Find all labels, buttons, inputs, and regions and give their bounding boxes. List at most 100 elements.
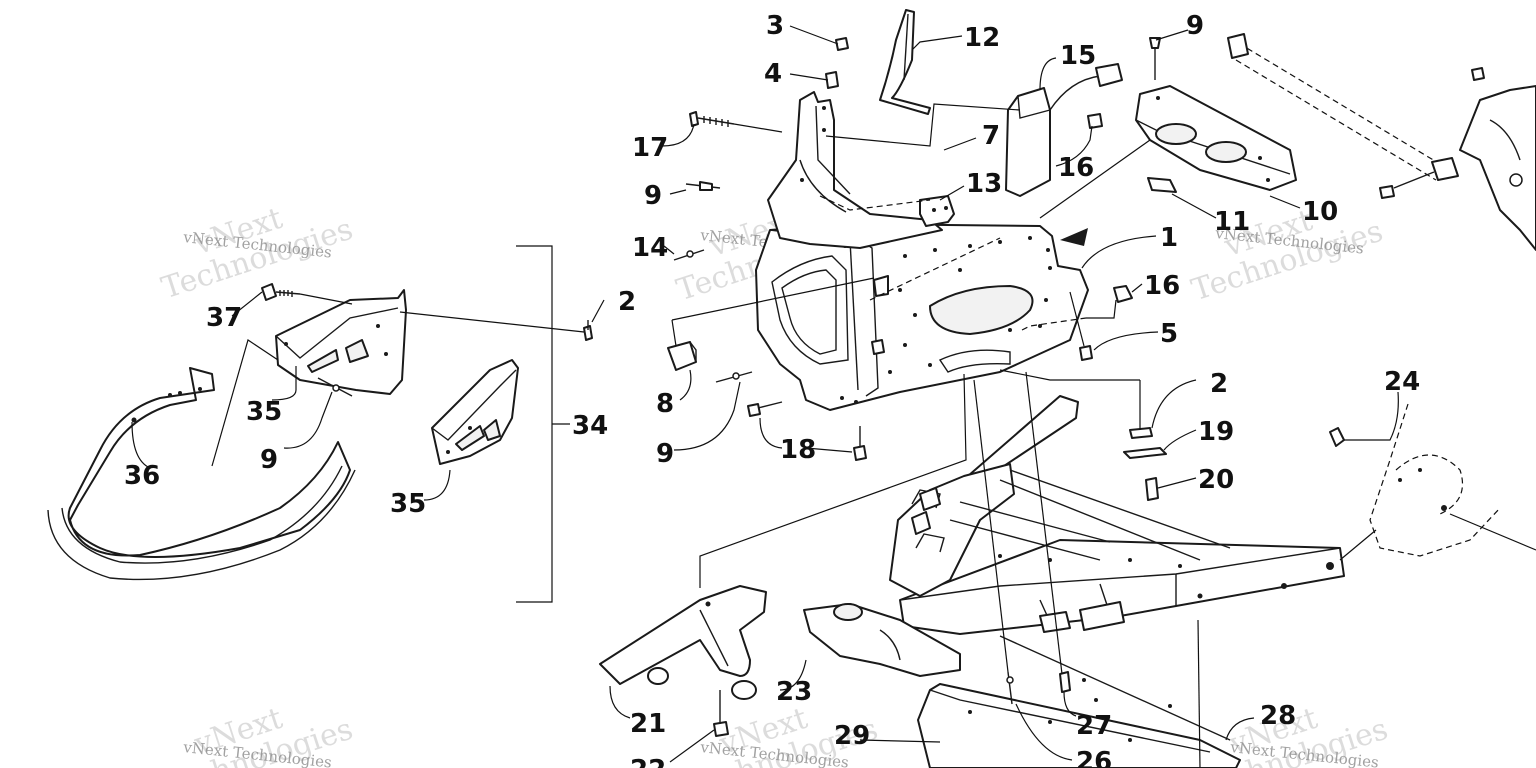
callout-16: 16 — [1144, 271, 1180, 301]
callout-9: 9 — [644, 181, 662, 211]
callout-12: 12 — [964, 23, 1000, 53]
callout-15: 15 — [1060, 41, 1096, 71]
callout-1: 1 — [1160, 223, 1178, 253]
rivet-9-lower-part — [715, 371, 753, 383]
leader-line — [211, 339, 279, 467]
callout-26: 26 — [1076, 747, 1112, 768]
bracket-13-part — [919, 195, 955, 227]
callout-7: 7 — [982, 121, 1000, 151]
callout-36: 36 — [124, 461, 160, 491]
leader-line — [779, 659, 807, 691]
callout-20: 20 — [1198, 465, 1234, 495]
callout-4: 4 — [764, 59, 782, 89]
leader-line — [1063, 691, 1077, 717]
leader-line — [859, 739, 941, 743]
steering-arm-part — [1227, 33, 1536, 251]
callout-17: 17 — [632, 133, 668, 163]
leader-line — [131, 421, 151, 469]
front-frame-part — [889, 395, 1345, 635]
leader-line — [939, 185, 965, 201]
callout-29: 29 — [834, 721, 870, 751]
callout-16: 16 — [1058, 153, 1094, 183]
callout-21: 21 — [630, 709, 666, 739]
callout-34: 34 — [572, 411, 608, 441]
hole — [1082, 678, 1086, 682]
leader-line — [1344, 391, 1399, 441]
leader-line — [1157, 477, 1197, 489]
leader-line — [1131, 283, 1143, 293]
bolt-17-part — [689, 111, 735, 127]
bolt-18-part — [747, 401, 867, 461]
leader-line — [1039, 57, 1057, 91]
callout-3: 3 — [766, 11, 784, 41]
bolt-20-part — [1145, 477, 1159, 501]
rivet-2-part — [583, 320, 593, 341]
leader-line — [669, 729, 715, 763]
leader-line — [423, 469, 451, 501]
plate-10-part — [1135, 85, 1297, 191]
leader-line — [1151, 379, 1197, 429]
skid-plate-part — [917, 683, 1241, 768]
leader-line — [609, 685, 631, 719]
leader-line — [973, 379, 1009, 673]
dashed-reference — [1235, 59, 1437, 181]
rivet-14-part — [673, 249, 705, 261]
leader-line — [1171, 193, 1217, 219]
module-15-part — [1005, 63, 1123, 197]
leader-line — [943, 137, 977, 151]
leader-line — [1093, 331, 1159, 351]
leader-line — [673, 381, 741, 451]
plate-edge — [999, 635, 1231, 741]
leader-line — [283, 391, 333, 449]
fastener-22-part — [713, 690, 729, 737]
nut-16-part — [1113, 285, 1133, 303]
hole — [1168, 704, 1172, 708]
callout-13: 13 — [966, 169, 1002, 199]
dashed-reference — [1229, 37, 1441, 165]
leader-line — [1069, 291, 1085, 347]
callout-5: 5 — [1160, 319, 1178, 349]
leader-line — [699, 373, 967, 588]
leader-line — [1155, 29, 1189, 41]
spindle-21-part — [599, 585, 767, 700]
leader-line — [789, 73, 829, 81]
leader-line — [661, 123, 695, 147]
callout-24: 24 — [1384, 367, 1420, 397]
bolt-37-part — [261, 283, 301, 301]
rivet-9-left-part — [317, 377, 353, 397]
leader-line — [825, 103, 1021, 147]
leader-line — [1225, 717, 1255, 741]
direction-arrow-icon — [1060, 228, 1088, 246]
leader-line — [671, 319, 677, 347]
shock-mount-24-part — [1329, 403, 1501, 557]
bolt-27-part — [1059, 671, 1071, 693]
nut-8-part — [667, 341, 697, 371]
callout-10: 10 — [1302, 197, 1338, 227]
leader-line — [271, 366, 297, 401]
rivet-9-part — [685, 181, 721, 191]
leader-line — [1025, 371, 1063, 675]
leader-line — [999, 369, 1140, 381]
callouts: 3 4 12 15 9 17 7 16 9 13 11 10 14 1 16 2… — [124, 11, 1420, 768]
leader-line — [231, 291, 263, 317]
callout-19: 19 — [1198, 417, 1234, 447]
leader-line — [759, 417, 783, 449]
dashed-reference — [1021, 317, 1087, 331]
callout-9: 9 — [1186, 11, 1204, 41]
callout-35: 35 — [390, 489, 426, 519]
callout-27: 27 — [1076, 711, 1112, 741]
callout-35: 35 — [246, 397, 282, 427]
leader-line — [1039, 139, 1151, 219]
callout-11: 11 — [1214, 207, 1250, 237]
front-bulkhead-part — [755, 223, 1089, 411]
leader-line — [1081, 235, 1157, 269]
leader-line — [805, 447, 853, 453]
bumper-bracket-upper-part — [275, 289, 407, 395]
dashed-reference — [819, 195, 931, 211]
leader-line — [1086, 299, 1117, 319]
leader-line — [591, 299, 605, 323]
callout-2: 2 — [1210, 369, 1228, 399]
callout-9: 9 — [260, 445, 278, 475]
leader-line — [1163, 429, 1197, 451]
